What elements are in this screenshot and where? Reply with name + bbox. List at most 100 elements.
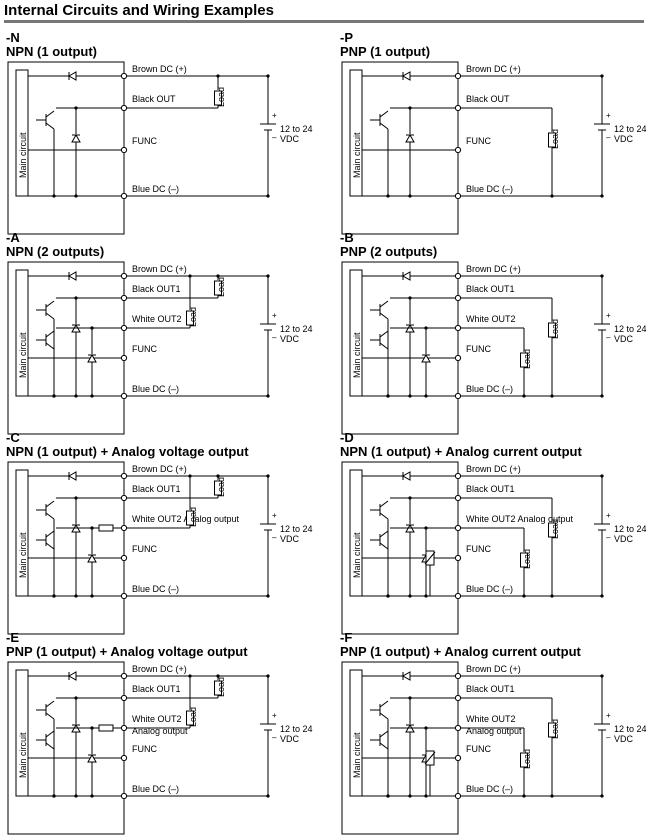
func-wire-label: FUNC <box>466 744 491 754</box>
junction-dot <box>266 394 270 398</box>
junction-dot <box>522 794 526 798</box>
junction-dot <box>600 474 604 478</box>
sensor-enclosure <box>7 261 125 435</box>
junction-dot <box>90 726 94 730</box>
terminal-icon <box>120 494 128 502</box>
panel-code: -P <box>340 30 353 45</box>
supply-voltage-label: 12 to 24 <box>280 324 313 334</box>
supply-plus-sign: + <box>606 111 611 120</box>
terminal-icon <box>120 524 128 532</box>
panel-title: NPN (1 output) + Analog current output <box>340 444 582 459</box>
transistor-collector <box>45 530 55 538</box>
output-wire-label: Black OUT1 <box>132 684 181 694</box>
transistor-collector <box>45 110 55 118</box>
junction-dot <box>52 194 56 198</box>
junction-dot <box>74 594 78 598</box>
blue-wire-label: Blue DC (–) <box>132 184 179 194</box>
transistor-emitter <box>45 542 55 550</box>
brown-wire-label: Brown DC (+) <box>466 664 521 674</box>
terminal-icon <box>454 472 462 480</box>
junction-dot <box>424 326 428 330</box>
junction-dot <box>90 394 94 398</box>
panel-title: NPN (1 output) + Analog voltage output <box>6 444 249 459</box>
junction-dot <box>386 194 390 198</box>
transistor-collector <box>379 330 389 338</box>
transistor-collector <box>45 300 55 308</box>
blue-wire-label: Blue DC (–) <box>132 584 179 594</box>
func-wire-label: FUNC <box>466 344 491 354</box>
transistor-emitter <box>45 742 55 750</box>
junction-dot <box>408 794 412 798</box>
junction-dot <box>74 394 78 398</box>
terminal-icon <box>120 672 128 680</box>
transistor-emitter <box>45 122 55 130</box>
output-wire-label: Black OUT1 <box>466 484 515 494</box>
supply-voltage-label: 12 to 24 <box>614 724 647 734</box>
junction-dot <box>600 194 604 198</box>
supply-minus-sign: – <box>606 333 611 342</box>
blue-wire-label: Blue DC (–) <box>132 384 179 394</box>
transistor-collector <box>45 500 55 508</box>
junction-dot <box>424 526 428 530</box>
junction-dot <box>386 394 390 398</box>
terminal-icon <box>454 104 462 112</box>
terminal-icon <box>120 324 128 332</box>
main-circuit-label: Main circuit <box>18 332 28 378</box>
terminal-icon <box>120 294 128 302</box>
terminal-icon <box>120 146 128 154</box>
main-circuit-label: Main circuit <box>18 732 28 778</box>
junction-dot <box>408 696 412 700</box>
supply-unit-label: VDC <box>280 734 300 744</box>
supply-unit-label: VDC <box>614 134 634 144</box>
supply-minus-sign: – <box>272 733 277 742</box>
series-resistor-icon <box>98 724 114 732</box>
terminal-icon <box>120 272 128 280</box>
sensor-enclosure <box>341 461 459 635</box>
transistor-collector <box>379 110 389 118</box>
junction-dot <box>74 194 78 198</box>
terminal-icon <box>454 294 462 302</box>
func-wire-label: FUNC <box>132 344 157 354</box>
terminal-icon <box>454 754 462 762</box>
terminal-icon <box>120 592 128 600</box>
junction-dot <box>600 394 604 398</box>
load-label: Load <box>522 549 532 569</box>
supply-minus-sign: – <box>606 733 611 742</box>
junction-dot <box>216 74 220 78</box>
output-wire-label: Analog output <box>132 726 188 736</box>
zener-diode-icon <box>71 133 81 143</box>
junction-dot <box>386 594 390 598</box>
func-wire-label: FUNC <box>132 544 157 554</box>
panel-code: -C <box>6 430 20 445</box>
junction-dot <box>266 274 270 278</box>
junction-dot <box>188 674 192 678</box>
panel-title: PNP (1 output) <box>340 44 431 59</box>
main-circuit-block <box>349 69 363 197</box>
main-circuit-block <box>349 669 363 797</box>
transistor-emitter <box>45 312 55 320</box>
terminal-icon <box>120 472 128 480</box>
load-label: Load <box>550 519 560 539</box>
func-wire-label: FUNC <box>466 136 491 146</box>
panel-code: -N <box>6 30 20 45</box>
transistor-emitter <box>45 512 55 520</box>
junction-dot <box>550 194 554 198</box>
transistor-collector <box>379 300 389 308</box>
current-source-arrow <box>424 551 436 565</box>
title-rule <box>4 20 644 23</box>
junction-dot <box>600 74 604 78</box>
junction-dot <box>266 74 270 78</box>
junction-dot <box>386 794 390 798</box>
load-label: Load <box>216 677 226 697</box>
